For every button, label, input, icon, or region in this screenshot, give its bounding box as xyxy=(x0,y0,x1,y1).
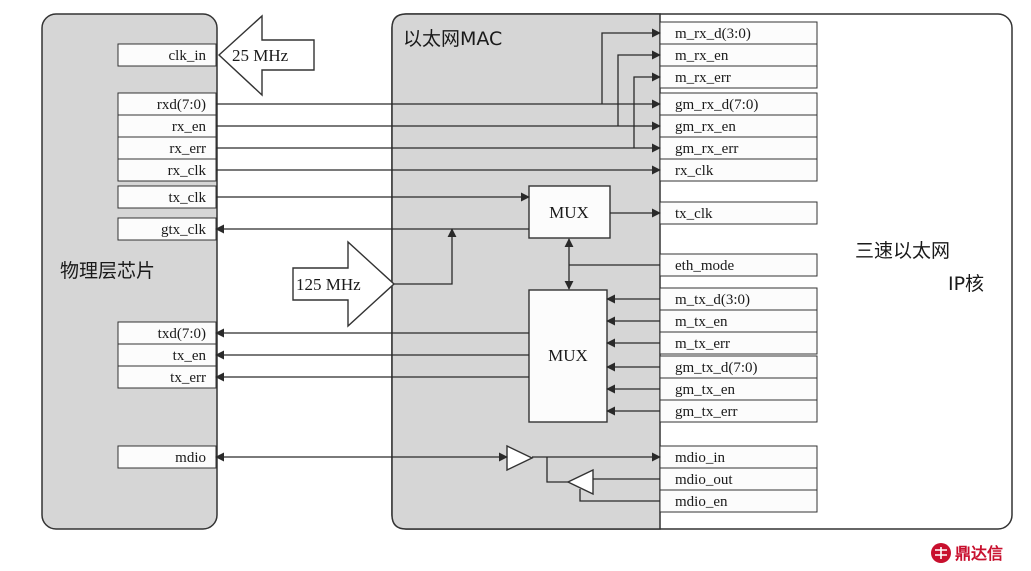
ip-pin-column: m_rx_d(3:0) m_rx_en m_rx_err gm_rx_d(7:0… xyxy=(659,21,818,513)
pin-m-rx-d: m_rx_d(3:0) xyxy=(675,26,751,42)
pin-tx-clk: tx_clk xyxy=(169,190,207,206)
wire-rxd-to-m-rx-d xyxy=(601,28,661,104)
signal-lines xyxy=(215,28,661,502)
clk125-arrow-shape xyxy=(292,240,396,328)
pin-mdio-out: mdio_out xyxy=(675,472,733,488)
ip-title-line2: IP核 xyxy=(948,273,984,295)
pin-eth-mode: eth_mode xyxy=(675,258,734,274)
pin-gm-tx-err: gm_tx_err xyxy=(675,404,737,420)
pin-tx-err: tx_err xyxy=(170,370,206,386)
pin-rx-en: rx_en xyxy=(172,119,207,135)
clk25-arrow-shape xyxy=(217,14,315,97)
pin-mdio-in: mdio_in xyxy=(675,450,726,466)
pin-m-rx-en: m_rx_en xyxy=(675,48,729,64)
pin-mdio: mdio xyxy=(175,450,206,466)
mux-top-block xyxy=(528,185,611,239)
pin-rx-err: rx_err xyxy=(169,141,206,157)
mdio-out-buffer-icon xyxy=(566,468,594,496)
pin-gtx-clk: gtx_clk xyxy=(161,222,206,238)
pin-gm-tx-d: gm_tx_d(7:0) xyxy=(675,360,758,376)
pin-gm-rx-d: gm_rx_d(7:0) xyxy=(675,97,758,113)
pin-clk-in: clk_in xyxy=(169,48,207,64)
pin-ip-tx-clk: tx_clk xyxy=(675,206,713,222)
mux-bottom-label: MUX xyxy=(548,346,588,365)
pin-rx-clk: rx_clk xyxy=(168,163,207,179)
pin-txd: txd(7:0) xyxy=(158,326,206,342)
pin-m-tx-en: m_tx_en xyxy=(675,314,728,330)
wire-rx-err-to-m-rx-err xyxy=(633,72,661,148)
pin-ip-rx-clk: rx_clk xyxy=(675,163,714,179)
brand-logo-mark xyxy=(935,547,947,559)
pin-m-tx-err: m_tx_err xyxy=(675,336,730,352)
mux-top-label: MUX xyxy=(549,203,589,222)
ip-title-line1: 三速以太网 xyxy=(855,240,950,262)
wire-mdio-en xyxy=(579,489,660,502)
wire-125mhz-up xyxy=(394,228,457,285)
wire-mdio-out-buf-to-bus xyxy=(546,457,568,483)
pin-gm-rx-err: gm_rx_err xyxy=(675,141,738,157)
phy-title: 物理层芯片 xyxy=(60,260,155,282)
wire-rx-en-to-m-rx-en xyxy=(617,50,661,126)
clk25-label: 25 MHz xyxy=(232,46,289,65)
pin-rxd: rxd(7:0) xyxy=(157,97,206,113)
mux-bottom-block xyxy=(528,289,608,423)
pin-mdio-en: mdio_en xyxy=(675,494,728,510)
pin-gm-tx-en: gm_tx_en xyxy=(675,382,735,398)
mac-title: 以太网MAC xyxy=(403,28,502,50)
pin-m-rx-err: m_rx_err xyxy=(675,70,731,86)
pin-gm-rx-en: gm_rx_en xyxy=(675,119,736,135)
pin-m-tx-d: m_tx_d(3:0) xyxy=(675,292,750,308)
clk125-label: 125 MHz xyxy=(296,275,361,294)
pin-box-clk-in xyxy=(117,43,217,67)
mac-block xyxy=(391,13,661,530)
watermark-text: 鼎达信 xyxy=(955,544,1003,563)
pin-tx-en: tx_en xyxy=(173,348,207,364)
